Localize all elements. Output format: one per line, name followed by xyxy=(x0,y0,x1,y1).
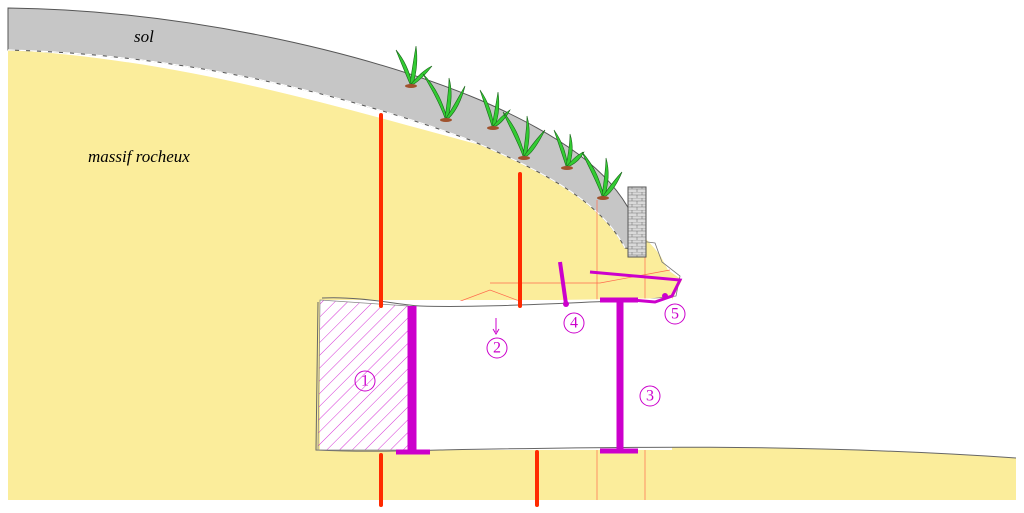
soil-rock-interface xyxy=(7,49,626,249)
plant-tuft xyxy=(502,111,546,160)
svg-text:3: 3 xyxy=(646,388,654,405)
marker-4: 4 xyxy=(563,312,585,334)
plant-tuft xyxy=(553,129,585,170)
svg-text:4: 4 xyxy=(570,315,578,332)
plant-tuft xyxy=(581,151,623,200)
rock-mass xyxy=(8,50,1016,500)
plant-tuft xyxy=(422,73,466,122)
plant-tuft xyxy=(479,89,511,130)
support-elements xyxy=(396,261,683,455)
svg-text:2: 2 xyxy=(493,340,501,357)
rock-mass-label: massif rocheux xyxy=(88,147,190,166)
plant-tuft xyxy=(395,45,433,88)
marker-2: 2 xyxy=(486,337,508,359)
svg-text:5: 5 xyxy=(671,306,679,323)
gallery-outline xyxy=(315,297,1017,459)
marker-3: 3 xyxy=(639,385,661,407)
svg-text:1: 1 xyxy=(361,373,369,390)
marker-1: 1 xyxy=(354,370,376,392)
marker-5: 5 xyxy=(664,303,686,325)
rock-bolts xyxy=(379,113,539,507)
soil-label: sol xyxy=(134,27,154,46)
masonry-wall xyxy=(627,186,647,258)
vegetation xyxy=(395,45,623,200)
cantilever-beam xyxy=(589,270,683,304)
inclined-anchor xyxy=(558,261,568,305)
